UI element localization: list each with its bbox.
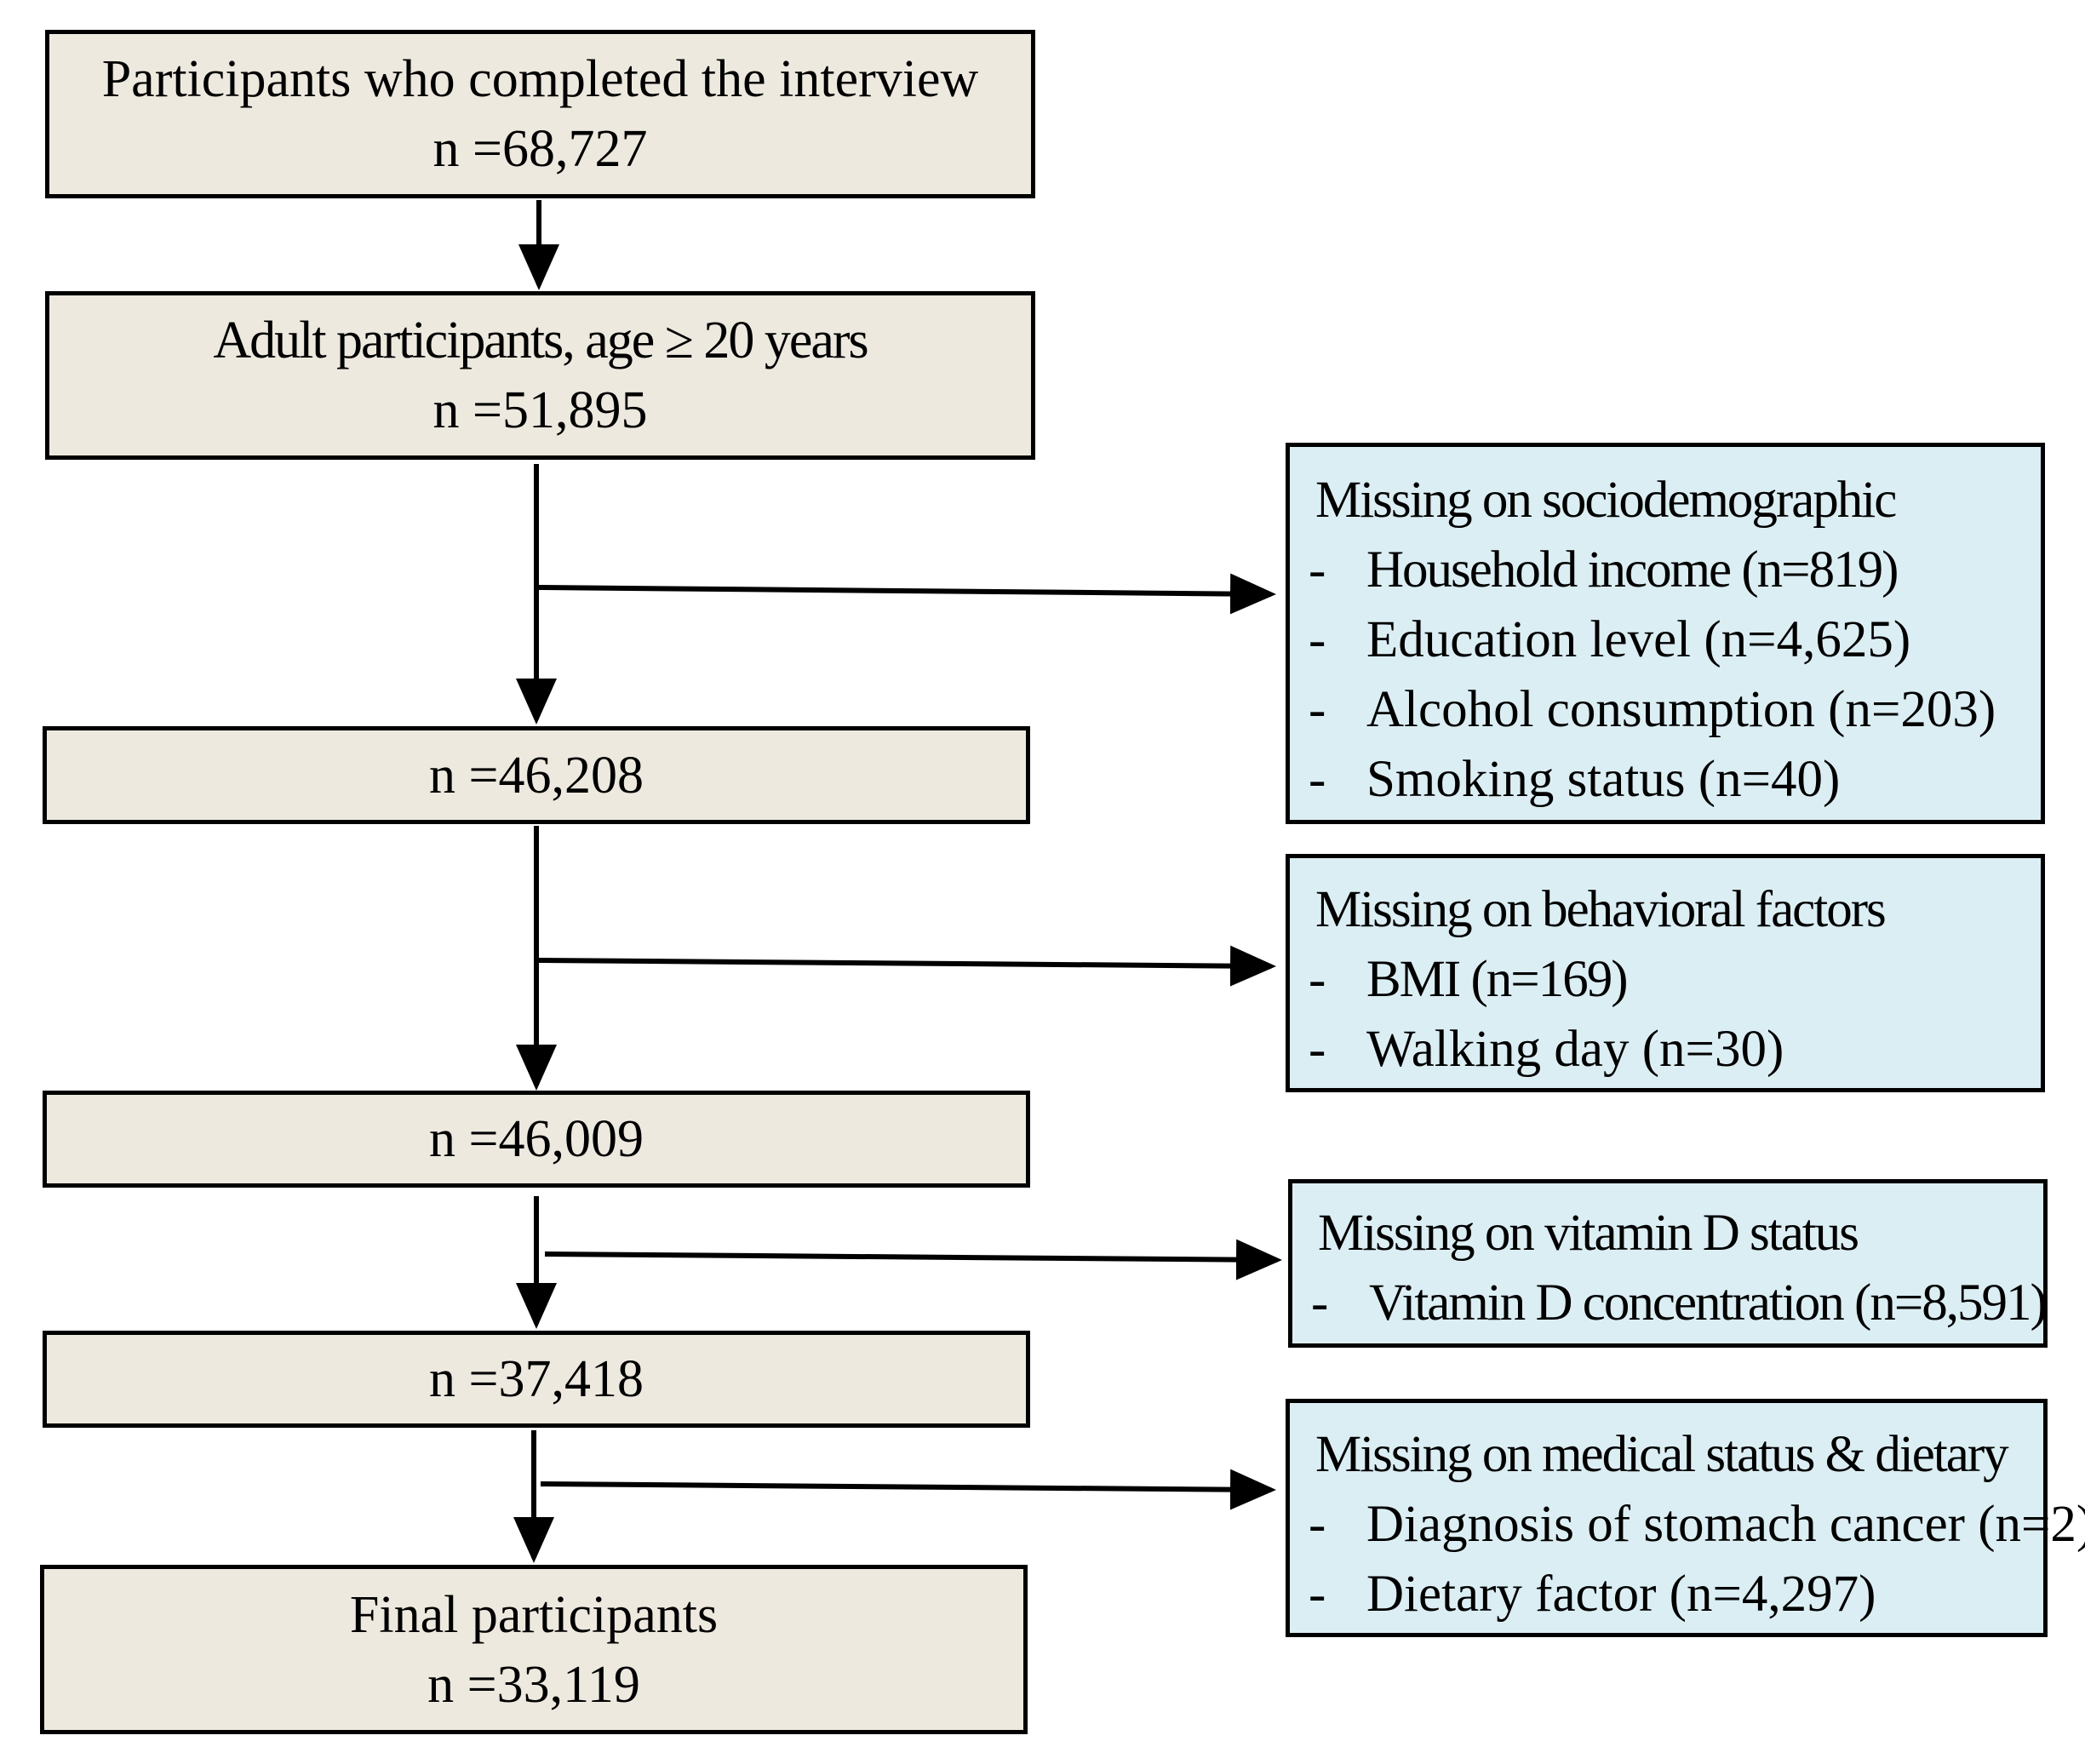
- medical-item-text: Diagnosis of stomach cancer (n=2): [1366, 1496, 2085, 1553]
- sociodemographic-item: - Education level (n=4,625): [1309, 605, 2041, 675]
- box-adult: Adult participants, age ≥ 20 years n =51…: [45, 291, 1035, 460]
- bullet-dash: -: [1309, 681, 1326, 738]
- box-missing-behavioral: Missing on behavioral factors - BMI (n=1…: [1286, 854, 2045, 1092]
- adult-label: Adult participants, age ≥ 20 years: [213, 312, 868, 369]
- bullet-dash: -: [1311, 1274, 1329, 1332]
- sociodemographic-item-text: Education level (n=4,625): [1366, 611, 1911, 668]
- box-missing-medical-dietary: Missing on medical status & dietary - Di…: [1286, 1399, 2085, 1637]
- sociodemographic-item: - Household income (n=819): [1309, 536, 2041, 605]
- bullet-dash: -: [1309, 1021, 1326, 1078]
- box-missing-vitamin-d: Missing on vitamin D status - Vitamin D …: [1288, 1179, 2048, 1348]
- bullet-dash: -: [1309, 1496, 1326, 1553]
- box-step3: n =46,208: [43, 726, 1030, 824]
- interview-label: Participants who completed the interview: [101, 50, 979, 108]
- final-count: n =33,119: [427, 1655, 640, 1714]
- bullet-dash: -: [1309, 541, 1326, 598]
- interview-count: n =68,727: [432, 120, 648, 178]
- sociodemographic-item-text: Household income (n=819): [1366, 541, 1899, 598]
- medical-item-text: Dietary factor (n=4,297): [1366, 1566, 1876, 1623]
- bullet-dash: -: [1309, 951, 1326, 1008]
- medical-item: - Diagnosis of stomach cancer (n=2): [1309, 1490, 2085, 1560]
- bullet-dash: -: [1309, 1566, 1326, 1623]
- step4-count: n =46,009: [429, 1110, 644, 1168]
- vitamin-d-item-text: Vitamin D concentration (n=8,591): [1369, 1274, 2048, 1332]
- vitamin-d-title: Missing on vitamin D status: [1318, 1205, 1859, 1262]
- box-missing-sociodemographic: Missing on sociodemographic - Household …: [1286, 443, 2045, 824]
- arrow-to-sociodemographic: [538, 573, 1276, 615]
- arrow-to-behavioral: [538, 945, 1276, 987]
- bullet-dash: -: [1309, 611, 1326, 668]
- behavioral-item-text: BMI (n=169): [1366, 951, 1629, 1008]
- behavioral-title: Missing on behavioral factors: [1315, 881, 1887, 938]
- sociodemographic-item-text: Smoking status (n=40): [1366, 751, 1841, 808]
- vitamin-d-item: - Vitamin D concentration (n=8,591): [1311, 1269, 2048, 1338]
- arrow-to-medical: [540, 1469, 1276, 1510]
- sociodemographic-item: - Smoking status (n=40): [1309, 745, 2041, 815]
- medical-title: Missing on medical status & dietary: [1315, 1426, 2009, 1483]
- bullet-dash: -: [1309, 751, 1326, 808]
- box-step5: n =37,418: [43, 1331, 1030, 1428]
- box-step4: n =46,009: [43, 1091, 1030, 1188]
- arrow-to-vitamin-d: [544, 1239, 1282, 1280]
- sociodemographic-title: Missing on sociodemographic: [1315, 472, 1897, 529]
- behavioral-item-text: Walking day (n=30): [1366, 1021, 1784, 1078]
- final-label: Final participants: [349, 1585, 719, 1644]
- step3-count: n =46,208: [429, 746, 644, 805]
- medical-item: - Dietary factor (n=4,297): [1309, 1560, 2043, 1629]
- sociodemographic-item-text: Alcohol consumption (n=203): [1366, 681, 1996, 738]
- box-final: Final participants n =33,119: [40, 1565, 1028, 1734]
- sociodemographic-item: - Alcohol consumption (n=203): [1309, 675, 2041, 745]
- behavioral-item: - Walking day (n=30): [1309, 1015, 2041, 1085]
- box-interview: Participants who completed the interview…: [45, 30, 1035, 198]
- adult-count: n =51,895: [432, 381, 648, 439]
- behavioral-item: - BMI (n=169): [1309, 945, 2041, 1015]
- step5-count: n =37,418: [429, 1350, 644, 1408]
